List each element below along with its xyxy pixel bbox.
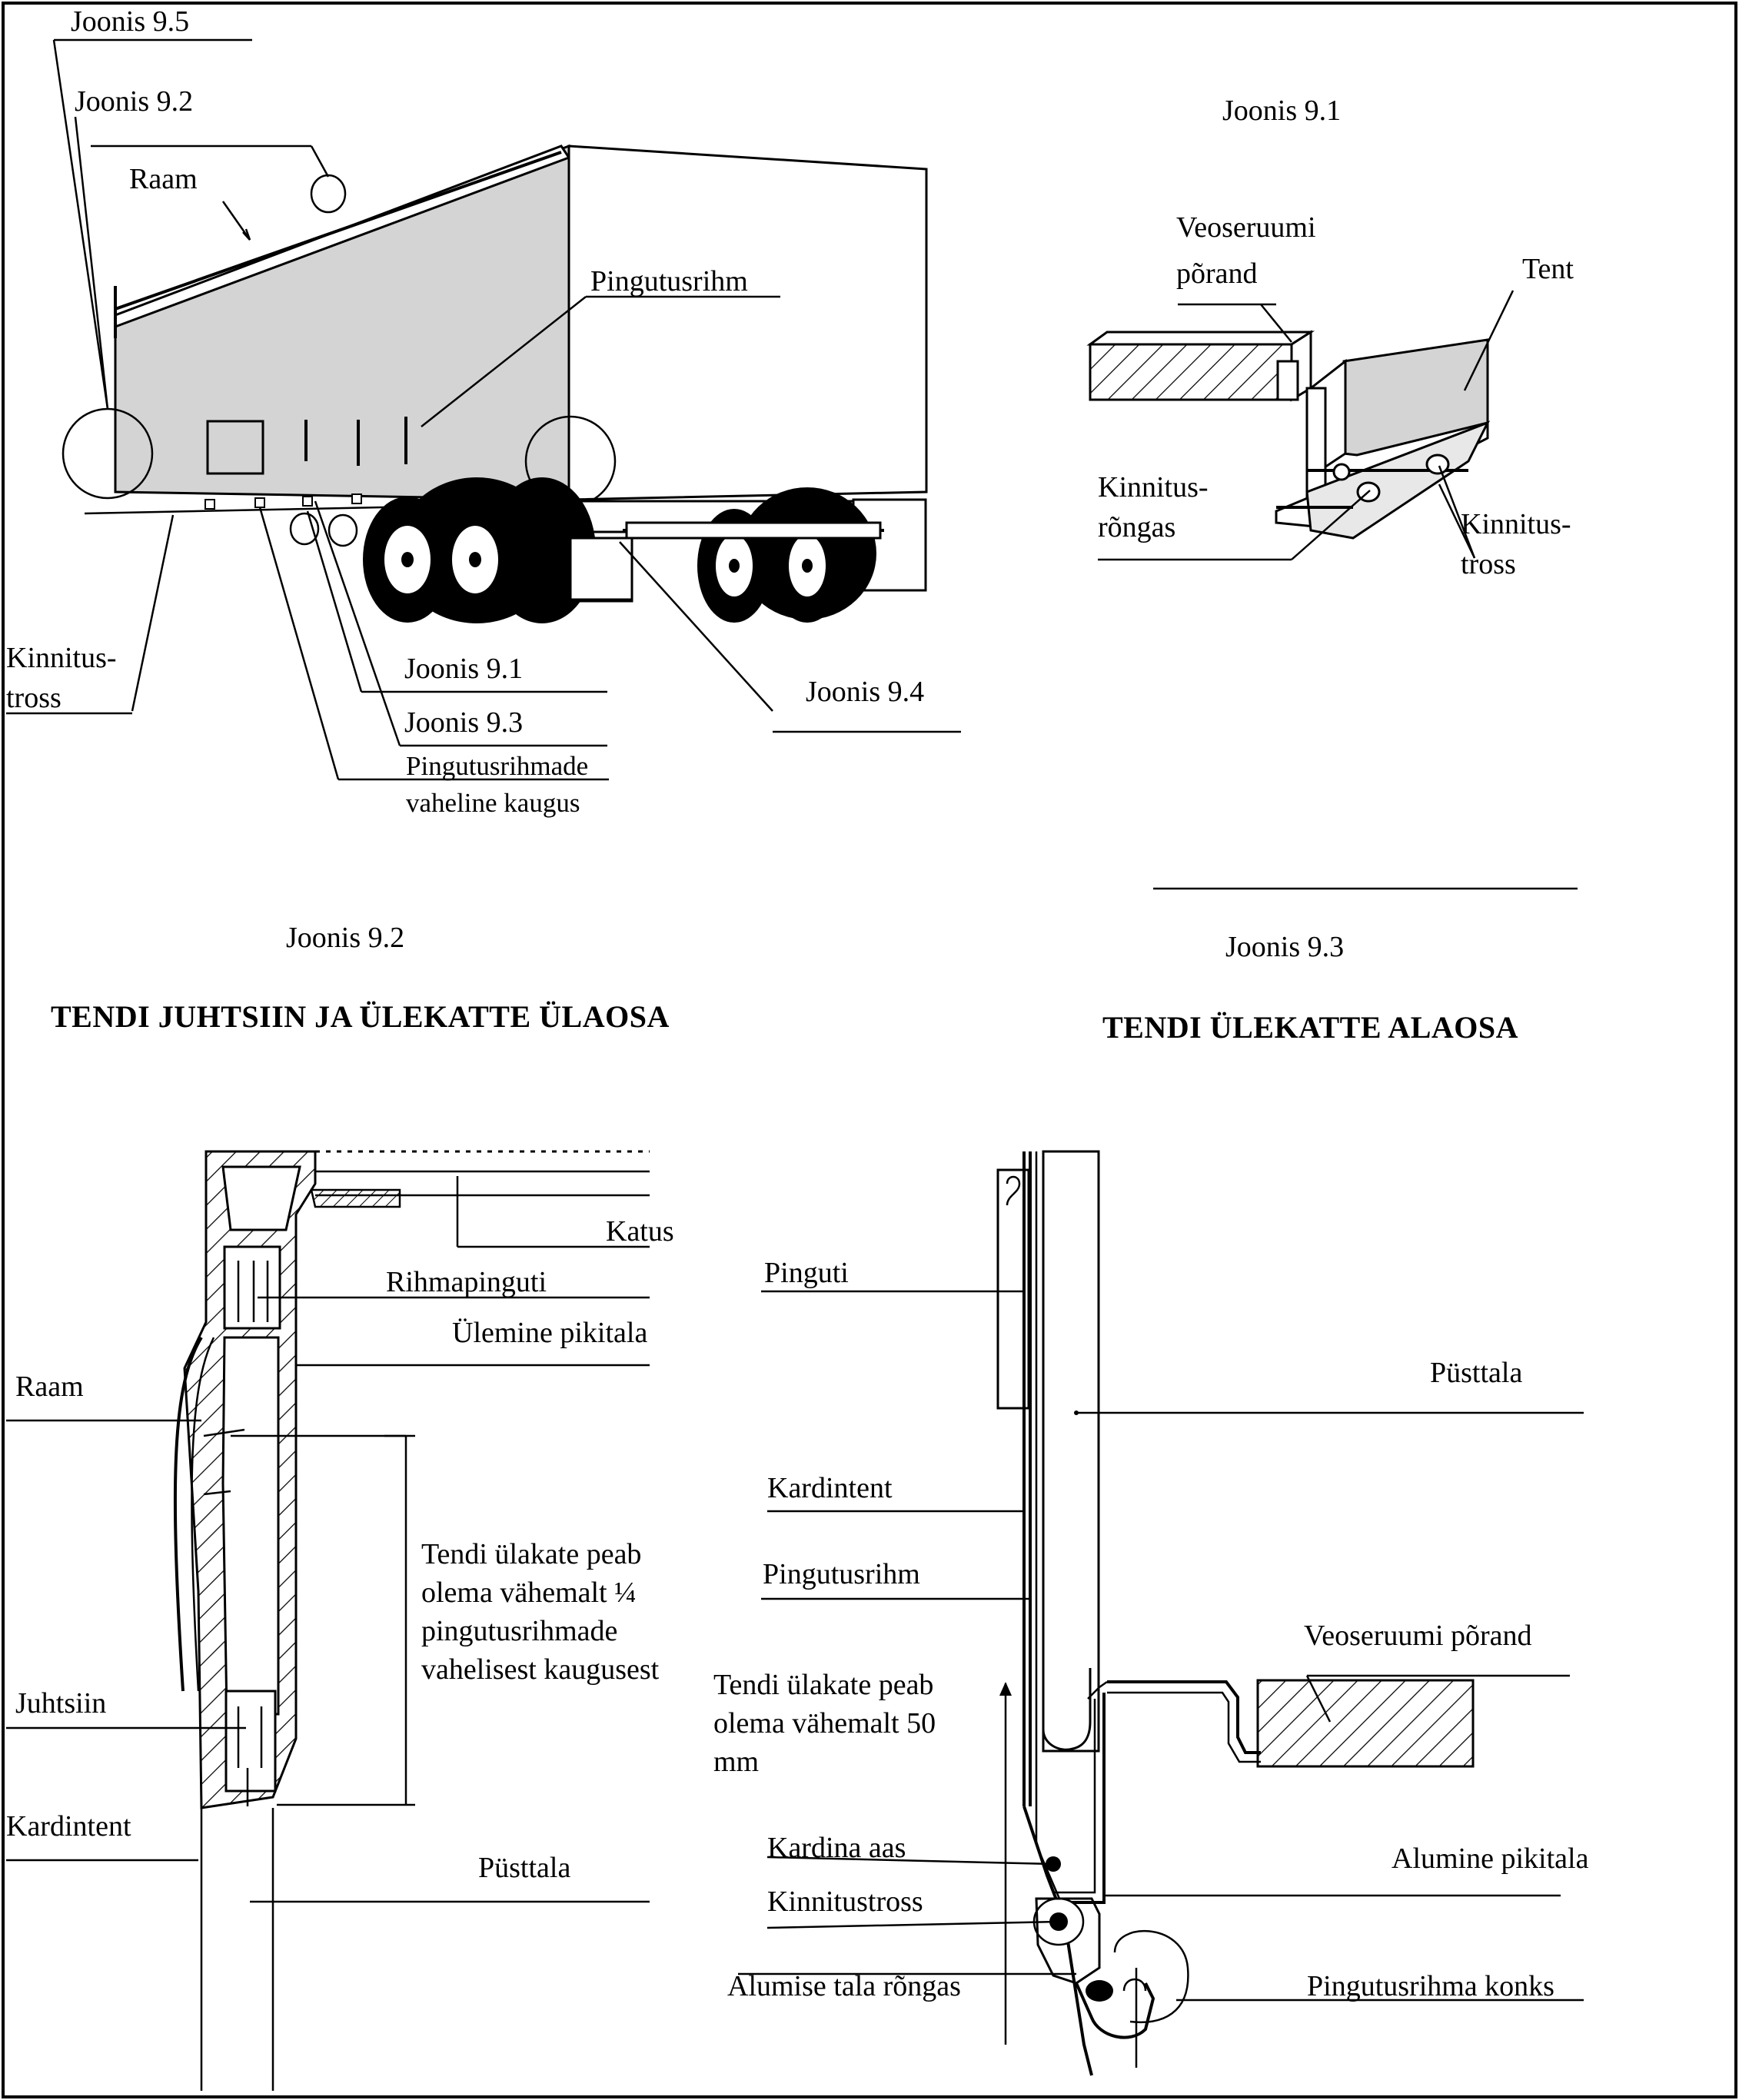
fig93-label-alumine: Alumine pikitala [1392,1842,1589,1875]
label-distance-2: vaheline kaugus [406,788,580,818]
fig92-label-katus: Katus [606,1215,674,1248]
fig91-label-tent: Tent [1522,253,1574,285]
fig93-label-note-3: mm [713,1746,759,1778]
fig93-label-pinguti: Pinguti [764,1257,849,1289]
fig92-caption: Joonis 9.2 [286,922,404,954]
fig93-label-pusttala: Püsttala [1430,1357,1522,1389]
fig92-label-note-1: Tendi ülakate peab [421,1538,641,1570]
fig93-label-pingutusrihm: Pingutusrihm [763,1558,920,1590]
fig93-label-floor: Veoseruumi põrand [1304,1620,1532,1652]
fig92-label-juhtsiin: Juhtsiin [15,1687,106,1720]
label-joonis-9-2: Joonis 9.2 [75,85,193,118]
fig92-label-ulemine: Ülemine pikitala [452,1317,647,1349]
detail-circle-9-2 [310,174,347,214]
fig91-label-tross-2: tross [1461,548,1516,580]
tarpaulin-side [114,144,570,501]
fig92-label-raam: Raam [15,1371,84,1403]
fig92-label-note-3: pingutusrihmade [421,1615,617,1647]
label-joonis-9-4: Joonis 9.4 [806,676,924,708]
trailer-front [567,145,928,501]
label-kinnitus-2: tross [6,682,62,714]
fig92-title: TENDI JUHTSIIN JA ÜLEKATTE ÜLAOSA [51,999,670,1034]
fig92-label-rihmapinguti: Rihmapinguti [386,1266,547,1298]
figure-9-2-leaders [6,1176,650,1903]
fig93-label-kardintent: Kardintent [767,1472,893,1504]
fig93-label-konks: Pingutusrihma konks [1307,1970,1554,2002]
label-joonis-9-3: Joonis 9.3 [404,706,523,739]
label-kinnitus-1: Kinnitus- [6,642,117,674]
fig92-label-pusttala: Püsttala [478,1852,570,1884]
figure-9-3-leaders [738,1290,1584,2002]
label-raam: Raam [129,163,198,195]
wheels-rear-left [363,477,596,623]
fig91-label-ring-2: rõngas [1098,511,1175,543]
fig91-caption: Joonis 9.1 [1222,95,1341,127]
fig91-label-floor-1: Veoseruumi [1176,211,1316,244]
label-distance-1: Pingutusrihmade [406,751,588,781]
fig93-label-kinnitustross: Kinnitustross [767,1886,923,1918]
figure-9-1 [1086,330,1491,540]
figure-9-3 [996,1150,1475,2076]
fig93-label-aas: Kardina aas [767,1832,906,1864]
label-pingutusrihm: Pingutusrihm [590,265,748,297]
fig92-label-note-4: vahelisest kaugusest [421,1653,660,1686]
label-joonis-9-1: Joonis 9.1 [404,653,523,685]
figure-9-2 [173,1150,650,2091]
fig93-label-note-1: Tendi ülakate peab [713,1669,933,1701]
fig93-label-note-2: olema vähemalt 50 [713,1707,936,1739]
fig93-label-rongas: Alumise tala rõngas [727,1970,961,2002]
truck-overview-figure [62,144,928,623]
overview-leaders [6,38,961,781]
fig93-caption: Joonis 9.3 [1225,931,1344,963]
figure-9-1-leaders [1098,290,1515,561]
fig91-label-floor-2: põrand [1176,258,1258,290]
fig91-label-tross-1: Kinnitus- [1461,508,1571,540]
fig92-label-kardintent: Kardintent [6,1810,131,1842]
fig91-label-ring-1: Kinnitus- [1098,471,1209,503]
label-joonis-9-5: Joonis 9.5 [71,5,189,38]
fig93-title: TENDI ÜLEKATTE ALAOSA [1102,1010,1518,1045]
fig92-label-note-2: olema vähemalt ¼ [421,1577,637,1609]
